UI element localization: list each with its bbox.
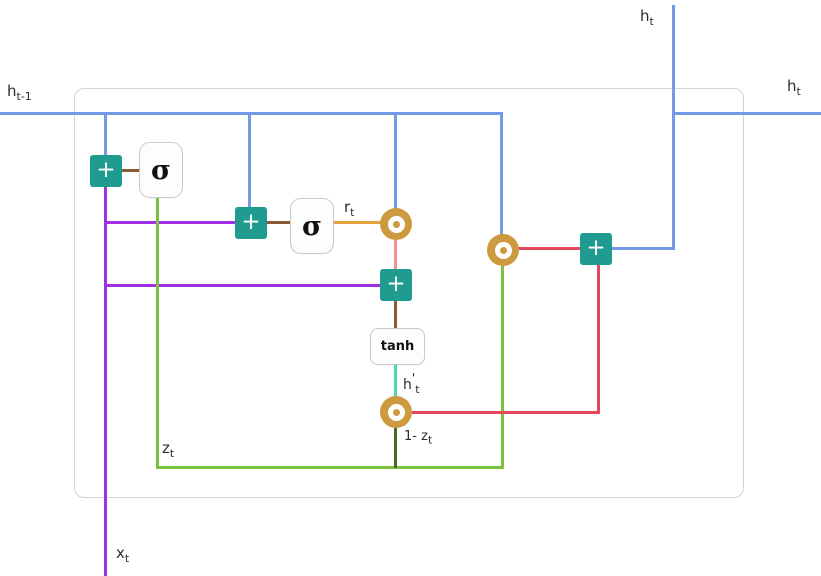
one-minus-z-line — [394, 427, 397, 468]
sum2-sigma2-connector — [266, 221, 291, 224]
x-branch-to-sum3 — [104, 284, 382, 287]
sum-operator-2: + — [235, 207, 267, 239]
multiply-dot — [392, 408, 400, 416]
multiply-ring — [387, 215, 405, 233]
h-t-top-label: ht — [640, 7, 654, 28]
h-prev-branch-to-sum2 — [248, 112, 251, 209]
h-prev-branch-to-sum1 — [104, 112, 107, 157]
h-out-right-line — [672, 112, 821, 115]
candidate-product-line-horizontal — [411, 411, 600, 414]
h-candidate-label: h't — [403, 371, 420, 396]
z-product-line — [518, 247, 581, 250]
multiply-ring — [494, 241, 512, 259]
h-prev-branch-to-reset-mult — [394, 112, 397, 210]
update-multiply-icon — [487, 234, 519, 266]
sum3-tanh-connector — [394, 300, 397, 329]
candidate-product-line-vertical — [597, 264, 600, 414]
candidate-multiply-icon — [380, 396, 412, 428]
sum-operator-4: + — [580, 233, 612, 265]
sigmoid-gate-1: σ — [139, 142, 183, 198]
r-gate-line — [330, 221, 382, 224]
cell-boundary — [74, 88, 744, 498]
multiply-ring — [387, 403, 405, 421]
z-line-horizontal — [156, 466, 504, 469]
h-prev-branch-to-z-mult — [500, 112, 503, 236]
sigma-symbol: σ — [151, 154, 171, 186]
r-t-label: rt — [344, 198, 355, 219]
z-line-down — [156, 196, 159, 469]
x-t-label: xt — [116, 544, 130, 565]
h-out-line-from-sum4 — [611, 247, 675, 250]
z-t-label: zt — [162, 439, 175, 460]
multiply-dot — [392, 220, 400, 228]
one-minus-z-label: 1- zt — [404, 429, 433, 447]
sigmoid-gate-2: σ — [290, 198, 334, 254]
h-t-right-label: ht — [787, 77, 801, 98]
sum-operator-1: + — [90, 155, 122, 187]
h-prev-line — [0, 112, 503, 115]
h-prev-label: ht-1 — [7, 82, 32, 103]
h-out-vertical-line — [672, 5, 675, 250]
sigma-symbol: σ — [302, 210, 322, 242]
sum-operator-3: + — [380, 269, 412, 301]
tanh-symbol: tanh — [380, 339, 415, 354]
reset-mult-output-line — [394, 239, 397, 270]
candidate-line — [394, 362, 397, 397]
x-branch-to-sum2 — [104, 221, 236, 224]
sum1-sigma1-connector — [122, 169, 140, 172]
multiply-dot — [499, 246, 507, 254]
x-input-line — [104, 187, 107, 576]
reset-multiply-icon — [380, 208, 412, 240]
z-line-up-to-mult — [501, 265, 504, 469]
tanh-gate: tanh — [370, 328, 425, 365]
